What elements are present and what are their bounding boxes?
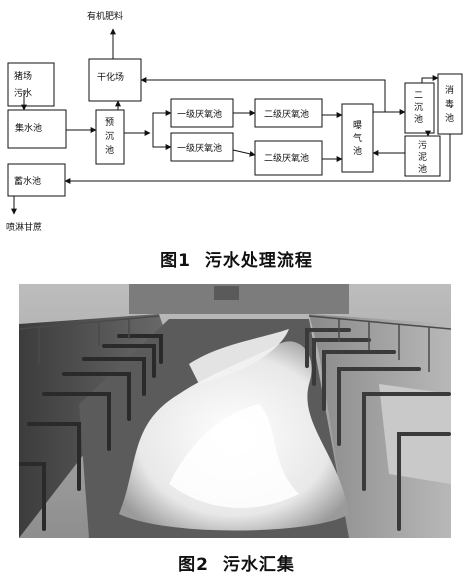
pre-settling-label-3: 池: [105, 144, 114, 156]
collection-tank-box: [7, 109, 67, 149]
pig-farm-label-2: 污水: [14, 87, 32, 99]
pre-settling-box: [95, 109, 125, 165]
figure2-caption-text: 污水汇集: [222, 555, 295, 575]
sludge-label-1: 污: [418, 139, 427, 151]
arrow-secondary-to-disinfection: [421, 75, 439, 83]
anaerobic1-b-label: 一级厌氧池: [177, 142, 222, 154]
aeration-label-1: 曝: [353, 120, 362, 131]
disinfection-label-2: 毒: [445, 98, 454, 110]
secondary-settling-box: [404, 82, 435, 134]
aeration-label-2: 气: [353, 132, 362, 144]
storage-tank-label: 蓄水池: [14, 175, 41, 187]
fertilizer-label: 有机肥料: [87, 10, 123, 22]
irrigation-label: 喷淋甘蔗: [6, 221, 42, 233]
pig-farm-label-1: 猪场: [14, 70, 32, 82]
pig-farm-box: [7, 62, 55, 107]
pre-settling-label-2: 沉: [105, 131, 114, 142]
aeration-box: [341, 103, 374, 173]
anaerobic2-a-label: 二级厌氧池: [264, 108, 309, 120]
arrow-disinfection-to-storage: [64, 134, 451, 184]
wastewater-collection-photo: [19, 284, 451, 538]
figure1-caption-text: 污水处理流程: [204, 251, 313, 271]
anaerobic2-b-box: [254, 140, 323, 176]
anaerobic1-a-label: 一级厌氧池: [177, 108, 222, 120]
wastewater-flow-diagram: 有机肥料 猪场 污水 干化场 集水池 预 沉 池 一级厌氧池 一级厌氧池 二级厌…: [6, 10, 463, 233]
drying-yard-label: 干化场: [97, 71, 124, 83]
figure1-caption: 图1 污水处理流程: [0, 246, 473, 271]
disinfection-label-3: 池: [445, 112, 454, 124]
figure2-caption: 图2 污水汇集: [0, 550, 473, 575]
aeration-label-3: 池: [353, 145, 362, 157]
collection-tank-label: 集水池: [15, 122, 42, 134]
arrow-split-to-anaerobic1-a: [152, 110, 172, 133]
anaerobic2-b-label: 二级厌氧池: [264, 152, 309, 164]
sludge-label-2: 泥: [418, 152, 427, 163]
arrow-split-to-anaerobic1-b: [152, 133, 172, 150]
secondary-settling-label-3: 池: [414, 113, 423, 125]
figure1-caption-number: 图1: [160, 251, 191, 271]
secondary-settling-label-1: 二: [414, 91, 423, 101]
sludge-box: [404, 135, 441, 177]
pre-settling-label-1: 预: [105, 117, 114, 128]
arrow-return-to-drying: [140, 77, 386, 112]
figure2-caption-number: 图2: [178, 555, 209, 575]
secondary-settling-label-2: 沉: [414, 102, 423, 113]
disinfection-label-1: 消: [445, 84, 454, 96]
arrow-anaerobic1b-to-anaerobic2b: [232, 149, 256, 157]
sludge-label-3: 池: [418, 163, 427, 175]
